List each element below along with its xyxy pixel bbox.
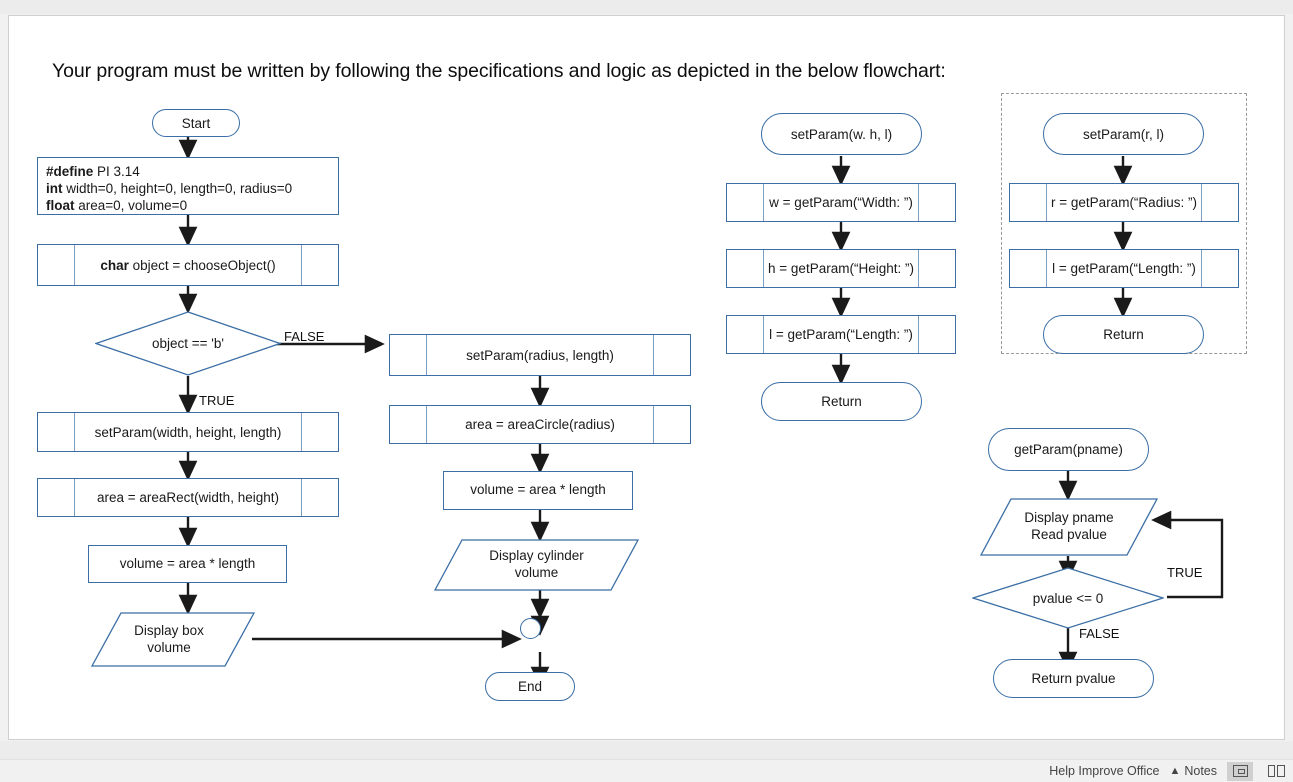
getparam-return-label: Return pvalue <box>1031 671 1116 686</box>
setparam-whl-step-width-label: w = getParam(“Width: ”) <box>769 195 913 210</box>
decision-diamond-shape <box>972 567 1164 629</box>
parallelogram-shape <box>434 539 639 591</box>
setparam-rl-step-radius-label: r = getParam(“Radius: ”) <box>1051 195 1197 210</box>
slide-sorter-icon <box>1267 765 1285 777</box>
volume-cylinder-label: volume = area * length <box>470 482 606 498</box>
window-top-strip <box>0 0 1293 14</box>
display-box-volume-io[interactable]: Display box volume <box>91 612 255 667</box>
declaration-keyword-int: int <box>46 180 63 196</box>
setparam-whl-step-length-label: l = getParam(“Length: ”) <box>769 327 913 342</box>
flowchart-diagram: Start #define PI 3.14 int width=0, heigh… <box>9 16 1286 741</box>
declarations-process[interactable]: #define PI 3.14 int width=0, height=0, l… <box>37 157 339 215</box>
slide-bottom-gap <box>0 741 1293 759</box>
declaration-line-1: #define PI 3.14 <box>46 164 292 181</box>
end-terminator[interactable]: End <box>485 672 575 701</box>
choose-object-label: object = chooseObject() <box>128 257 276 273</box>
merge-connector[interactable] <box>520 618 541 639</box>
slide-canvas[interactable]: Your program must be written by followin… <box>8 15 1285 740</box>
getparam-title: getParam(pname) <box>1014 442 1123 457</box>
setparam-whl-step-height-label: h = getParam(“Height: ”) <box>768 261 914 276</box>
setparam-whl-step-length[interactable]: l = getParam(“Length: ”) <box>726 315 956 354</box>
setparam-whl-step-width[interactable]: w = getParam(“Width: ”) <box>726 183 956 222</box>
setparam-box-subroutine[interactable]: setParam(width, height, length) <box>37 412 339 452</box>
area-circle-label: area = areaCircle(radius) <box>465 417 615 432</box>
decision-diamond-shape <box>95 311 281 376</box>
declaration-text-2: width=0, height=0, length=0, radius=0 <box>62 180 293 196</box>
setparam-box-label: setParam(width, height, length) <box>94 424 282 440</box>
volume-box-label: volume = area * length <box>119 555 256 571</box>
setparam-cylinder-subroutine[interactable]: setParam(radius, length) <box>389 334 691 376</box>
area-circle-subroutine[interactable]: area = areaCircle(radius) <box>389 405 691 444</box>
setparam-rl-title: setParam(r, l) <box>1082 126 1164 142</box>
setparam-cylinder-label: setParam(radius, length) <box>466 347 614 363</box>
setparam-rl-step-length[interactable]: l = getParam(“Length: ”) <box>1009 249 1239 288</box>
area-rect-subroutine[interactable]: area = areaRect(width, height) <box>37 478 339 517</box>
setparam-whl-title: setParam(w. h, l) <box>790 126 893 142</box>
normal-view-icon <box>1232 765 1248 777</box>
end-label: End <box>517 679 543 694</box>
declaration-line-2: int width=0, height=0, length=0, radius=… <box>46 181 292 198</box>
slide-headline: Your program must be written by followin… <box>52 60 946 82</box>
parallelogram-shape <box>980 498 1158 556</box>
parallelogram-shape <box>91 612 255 667</box>
setparam-rl-step-radius[interactable]: r = getParam(“Radius: ”) <box>1009 183 1239 222</box>
setparam-rl-return-terminator[interactable]: Return <box>1043 315 1204 354</box>
pvalue-decision-label: pvalue <= 0 <box>1032 590 1104 606</box>
display-cylinder-volume-io[interactable]: Display cylinder volume <box>434 539 639 591</box>
object-type-decision-label: object == 'b' <box>152 336 224 351</box>
notes-label: Notes <box>1184 764 1217 778</box>
normal-view-button[interactable] <box>1227 761 1253 781</box>
object-type-decision[interactable]: object == 'b' <box>95 311 281 376</box>
setparam-rl-step-length-label: l = getParam(“Length: ”) <box>1052 261 1196 276</box>
setparam-rl-return-label: Return <box>1103 327 1144 342</box>
notes-toggle[interactable]: ▲ Notes <box>1169 764 1217 778</box>
edge-label-true-getparam: TRUE <box>1167 565 1203 580</box>
help-improve-office-link[interactable]: Help Improve Office <box>1049 764 1160 778</box>
setparam-whl-return-terminator[interactable]: Return <box>761 382 922 421</box>
setparam-whl-return-label: Return <box>821 394 862 409</box>
slide-sorter-button[interactable] <box>1263 762 1289 781</box>
choose-object-keyword: char <box>100 257 129 273</box>
declaration-keyword-float: float <box>46 197 75 213</box>
edge-label-true-main: TRUE <box>199 393 235 408</box>
setparam-rl-start-terminator[interactable]: setParam(r, l) <box>1043 113 1204 155</box>
pvalue-decision[interactable]: pvalue <= 0 <box>972 567 1164 629</box>
declaration-text-3: area=0, volume=0 <box>74 197 188 213</box>
setparam-whl-step-height[interactable]: h = getParam(“Height: ”) <box>726 249 956 288</box>
display-cylinder-volume-label: Display cylinder volume <box>489 548 584 580</box>
declaration-line-3: float area=0, volume=0 <box>46 198 292 215</box>
setparam-whl-start-terminator[interactable]: setParam(w. h, l) <box>761 113 922 155</box>
getparam-io[interactable]: Display pname Read pvalue <box>980 498 1158 556</box>
volume-box-process[interactable]: volume = area * length <box>88 545 287 583</box>
display-box-volume-label: Display box volume <box>134 622 204 655</box>
start-label: Start <box>181 115 211 131</box>
edge-label-false-getparam: FALSE <box>1079 626 1120 641</box>
area-rect-label: area = areaRect(width, height) <box>97 490 279 505</box>
getparam-start-terminator[interactable]: getParam(pname) <box>988 428 1149 471</box>
getparam-return-terminator[interactable]: Return pvalue <box>993 659 1154 698</box>
declaration-text-1: PI 3.14 <box>93 164 140 179</box>
status-bar: Help Improve Office ▲ Notes <box>0 759 1293 782</box>
getparam-io-label: Display pname Read pvalue <box>1024 510 1114 542</box>
choose-object-subroutine[interactable]: char object = chooseObject() <box>37 244 339 286</box>
start-terminator[interactable]: Start <box>152 109 240 137</box>
edge-label-false-main: FALSE <box>284 329 325 344</box>
declaration-keyword-define: #define <box>46 164 94 179</box>
caret-up-icon: ▲ <box>1169 764 1181 777</box>
volume-cylinder-process[interactable]: volume = area * length <box>443 471 633 510</box>
